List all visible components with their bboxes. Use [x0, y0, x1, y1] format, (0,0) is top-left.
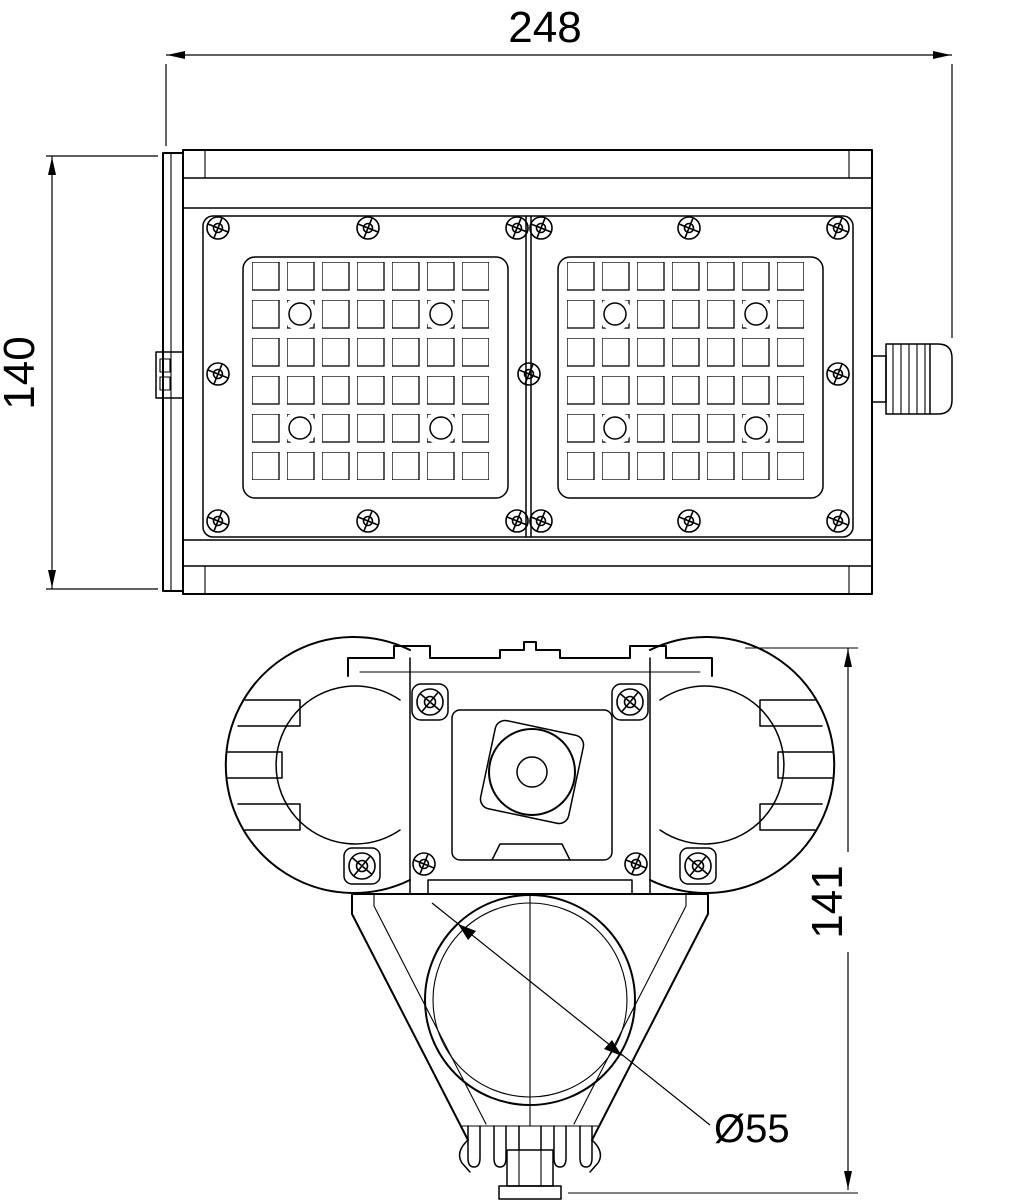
module-notch: [491, 843, 571, 861]
housing-flange-lines: [182, 149, 873, 595]
screw: [204, 360, 232, 388]
dim-width-label: 248: [508, 3, 581, 52]
panel-frame: [202, 215, 854, 538]
lens-hole: [288, 416, 312, 440]
screw: [354, 507, 382, 535]
lens-hole: [603, 416, 627, 440]
right-ear-profile: [649, 636, 836, 894]
bottom-connector: [498, 1125, 562, 1200]
heatsink-fins: [458, 1125, 602, 1173]
arrowhead: [167, 51, 185, 59]
mounting-arm-left: [351, 893, 469, 1141]
lens-grid-right: [567, 262, 804, 480]
arrowhead: [933, 51, 951, 59]
bracket-bar: [427, 879, 633, 895]
screw: [354, 214, 382, 242]
dim-height: 140: [0, 155, 158, 590]
fin: [579, 1125, 593, 1168]
screw: [680, 848, 716, 884]
arrowhead: [48, 570, 56, 588]
screw: [412, 684, 448, 720]
fin-hook-right: [589, 1139, 602, 1173]
screw-boss: [679, 847, 717, 885]
screw: [612, 684, 648, 720]
gland-dome: [929, 343, 953, 415]
screw: [204, 507, 232, 535]
left-mount-plate: [155, 152, 184, 592]
lens-hole: [429, 416, 453, 440]
terminal-block: [155, 351, 184, 399]
mounting-arm: [351, 893, 709, 1141]
lens-hole: [429, 302, 453, 326]
left-ear-profile: [224, 636, 411, 894]
dimensions: 248 140 141 Ø55: [0, 3, 953, 1194]
screw: [675, 507, 703, 535]
screw: [622, 850, 650, 878]
screw: [824, 507, 852, 535]
screw: [204, 214, 232, 242]
section-view: [224, 636, 836, 1200]
dim-bore-diameter: Ø55: [431, 902, 790, 1151]
screw-boss: [343, 847, 381, 885]
center-module: [409, 657, 651, 895]
screw: [515, 360, 543, 388]
lower-bracket: [343, 847, 717, 895]
screw: [410, 850, 438, 878]
mounting-arm-right: [591, 893, 709, 1141]
lens-hole: [744, 302, 768, 326]
lens-hole: [744, 416, 768, 440]
screw: [824, 360, 852, 388]
arrowhead: [48, 157, 56, 175]
lens-panel-right: [557, 256, 824, 499]
dim-width: 248: [165, 3, 953, 338]
screw: [527, 214, 555, 242]
cable-gland: [871, 343, 953, 415]
lens-hole: [288, 302, 312, 326]
fin: [493, 1125, 507, 1168]
screw: [344, 848, 380, 884]
screw: [527, 507, 555, 535]
screw-boss: [411, 683, 449, 721]
dim-bore-label: Ø55: [714, 1107, 790, 1151]
lens-hole: [603, 302, 627, 326]
dim-height-label: 140: [0, 336, 44, 409]
dim-section-height-label: 141: [803, 865, 852, 938]
fin-hook-left: [458, 1139, 471, 1173]
hub-bore: [516, 756, 548, 788]
dim-section-height: 141: [568, 647, 858, 1194]
fin: [553, 1125, 567, 1168]
screw-boss: [611, 683, 649, 721]
arrowhead: [844, 649, 852, 667]
front-view: [155, 149, 953, 595]
screw: [675, 214, 703, 242]
lens-grid-left: [252, 262, 489, 480]
arrowhead: [844, 1171, 852, 1189]
arrowhead: [458, 924, 476, 940]
arrowhead: [604, 1040, 622, 1056]
center-hub: [479, 719, 585, 825]
fin: [467, 1125, 481, 1168]
screw: [824, 214, 852, 242]
lens-panel-left: [242, 256, 509, 499]
